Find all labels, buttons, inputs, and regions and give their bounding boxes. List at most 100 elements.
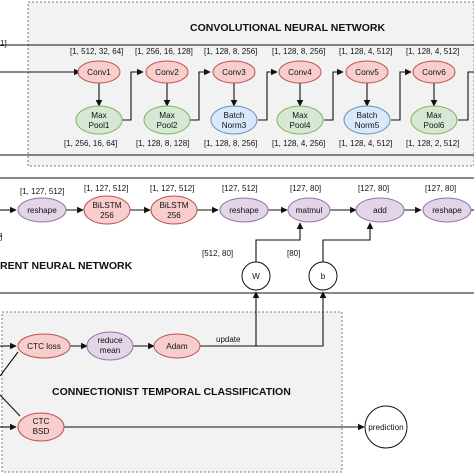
node-batchnorm5[interactable]: Batch Norm5: [343, 105, 391, 135]
dim-bottom-6: [1, 128, 2, 512]: [406, 139, 459, 148]
svg-text:reshape: reshape: [432, 206, 462, 215]
node-add[interactable]: add: [355, 197, 405, 223]
svg-text:CTC: CTC: [33, 417, 50, 426]
svg-text:BSD: BSD: [33, 427, 50, 436]
dim-top-4: [1, 128, 8, 256]: [272, 47, 325, 56]
edge-w-matmul: [255, 222, 304, 262]
node-b[interactable]: b: [308, 261, 338, 291]
dim-bottom-3: [1, 128, 8, 256]: [204, 139, 257, 148]
edge-batchnorm3-conv4: [258, 68, 278, 121]
rnn-dim-1: [1, 127, 512]: [20, 187, 64, 196]
svg-text:CTC loss: CTC loss: [27, 342, 61, 351]
node-maxpool6[interactable]: Max Pool6: [410, 105, 458, 135]
rnn-left-fragment: ]: [0, 232, 2, 241]
node-ctc-loss[interactable]: CTC loss: [17, 333, 71, 359]
svg-text:Pool2: Pool2: [157, 121, 178, 130]
svg-text:Max: Max: [426, 111, 441, 120]
svg-text:add: add: [373, 206, 387, 215]
svg-text:matmul: matmul: [296, 206, 323, 215]
svg-text:reshape: reshape: [27, 206, 57, 215]
node-reshape3[interactable]: reshape: [422, 197, 472, 223]
node-conv3[interactable]: Conv3: [212, 60, 256, 84]
rnn-dim-4: [127, 512]: [222, 184, 258, 193]
svg-text:Conv4: Conv4: [288, 68, 312, 77]
rnn-dim-6: [127, 80]: [358, 184, 389, 193]
svg-text:mean: mean: [100, 346, 121, 355]
svg-text:Pool6: Pool6: [424, 121, 445, 130]
node-bilstm1[interactable]: BiLSTM 256: [83, 195, 131, 225]
svg-text:Pool1: Pool1: [89, 121, 110, 130]
node-reshape2[interactable]: reshape: [219, 197, 269, 223]
update-label: update: [216, 335, 241, 344]
node-conv5[interactable]: Conv5: [345, 60, 389, 84]
node-maxpool2[interactable]: Max Pool2: [143, 105, 191, 135]
svg-text:Norm5: Norm5: [355, 121, 380, 130]
rnn-dim-5: [127, 80]: [290, 184, 321, 193]
b-dim: [80]: [287, 249, 300, 258]
svg-text:Norm3: Norm3: [222, 121, 247, 130]
edge-maxpool2-conv3: [190, 68, 211, 121]
svg-text:Pool4: Pool4: [290, 121, 311, 130]
svg-text:Conv3: Conv3: [222, 68, 246, 77]
dim-bottom-1: [1, 256, 16, 64]: [64, 139, 117, 148]
svg-text:Max: Max: [159, 111, 174, 120]
cnn-input-dim: 1]: [0, 39, 7, 48]
dim-bottom-2: [1, 128, 8, 128]: [136, 139, 189, 148]
node-batchnorm3[interactable]: Batch Norm3: [210, 105, 258, 135]
svg-text:Max: Max: [91, 111, 106, 120]
svg-text:BiLSTM: BiLSTM: [159, 201, 188, 210]
svg-text:b: b: [321, 272, 326, 281]
edge-ctc-side-2: [0, 394, 21, 417]
dim-bottom-4: [1, 128, 4, 256]: [272, 139, 325, 148]
rnn-dim-3: [1, 127, 512]: [150, 184, 194, 193]
svg-text:Conv1: Conv1: [87, 68, 111, 77]
svg-text:Batch: Batch: [357, 111, 378, 120]
svg-text:BiLSTM: BiLSTM: [92, 201, 121, 210]
edge-batchnorm5-conv6: [391, 68, 412, 121]
svg-text:prediction: prediction: [368, 423, 404, 432]
w-dim: [512, 80]: [202, 249, 233, 258]
ctc-title: CONNECTIONIST TEMPORAL CLASSIFICATION: [52, 386, 291, 398]
node-prediction[interactable]: prediction: [364, 405, 408, 449]
dim-top-6: [1, 128, 4, 512]: [406, 47, 459, 56]
node-reduce-mean[interactable]: reduce mean: [86, 331, 134, 361]
node-w[interactable]: W: [241, 261, 271, 291]
node-maxpool1[interactable]: Max Pool1: [75, 105, 123, 135]
node-maxpool4[interactable]: Max Pool4: [276, 105, 324, 135]
node-conv4[interactable]: Conv4: [278, 60, 322, 84]
svg-text:Conv6: Conv6: [422, 68, 446, 77]
edge-adam-update-b: [256, 291, 327, 347]
svg-text:Max: Max: [292, 111, 307, 120]
dim-top-3: [1, 128, 8, 256]: [204, 47, 257, 56]
svg-text:256: 256: [167, 211, 181, 220]
node-conv2[interactable]: Conv2: [145, 60, 189, 84]
svg-text:Conv2: Conv2: [155, 68, 179, 77]
svg-text:Conv5: Conv5: [355, 68, 379, 77]
dim-top-5: [1, 128, 4, 512]: [339, 47, 392, 56]
dim-top-1: [1, 512, 32, 64]: [70, 47, 123, 56]
rnn-title: RENT NEURAL NETWORK: [0, 260, 133, 272]
node-conv1[interactable]: Conv1: [77, 60, 121, 84]
edge-maxpool6-out: [458, 71, 474, 121]
node-bilstm2[interactable]: BiLSTM 256: [150, 195, 198, 225]
svg-text:256: 256: [100, 211, 114, 220]
node-matmul[interactable]: matmul: [287, 197, 331, 223]
rnn-dim-2: [1, 127, 512]: [84, 184, 128, 193]
node-conv6[interactable]: Conv6: [412, 60, 456, 84]
svg-text:reduce: reduce: [97, 336, 122, 345]
cnn-title: CONVOLUTIONAL NEURAL NETWORK: [190, 22, 385, 34]
node-ctc-bsd[interactable]: CTC BSD: [17, 412, 65, 442]
node-adam[interactable]: Adam: [153, 333, 201, 359]
edge-ctc-side-1: [0, 351, 19, 377]
rnn-dim-7: [127, 80]: [425, 184, 456, 193]
edge-maxpool4-conv5: [324, 68, 344, 121]
edge-b-add: [322, 222, 374, 262]
dim-bottom-5: [1, 128, 4, 512]: [339, 139, 392, 148]
svg-text:Batch: Batch: [224, 111, 245, 120]
svg-text:W: W: [252, 272, 260, 281]
svg-text:reshape: reshape: [229, 206, 259, 215]
node-reshape1[interactable]: reshape: [17, 197, 67, 223]
svg-text:Adam: Adam: [166, 342, 188, 351]
edge-maxpool1-conv2: [122, 68, 144, 121]
